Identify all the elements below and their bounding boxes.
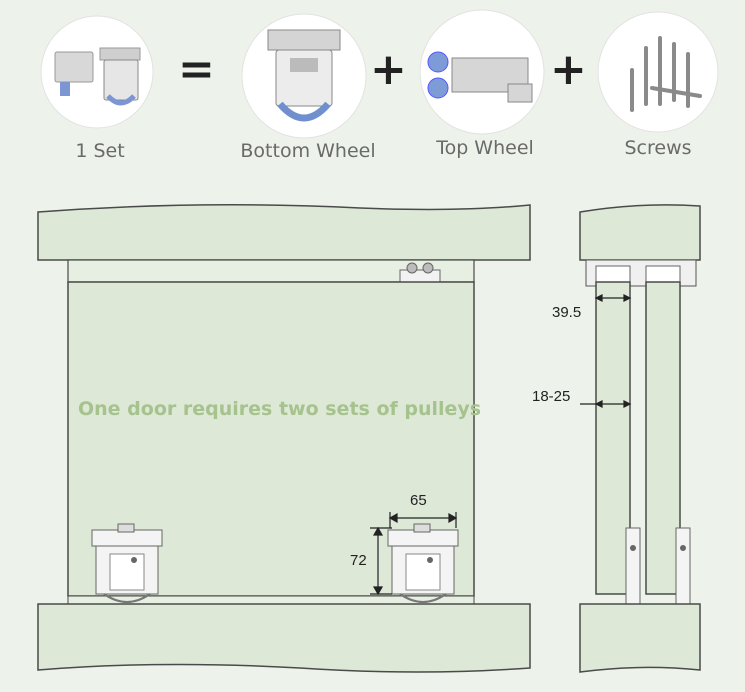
- height-dimension-line: [370, 526, 392, 596]
- set-label: 1 Set: [75, 140, 125, 162]
- side-top-beam: [579, 204, 701, 261]
- side-door-front: [595, 281, 631, 595]
- side-bottom-pulleys: [625, 527, 691, 605]
- width-dimension-line: [388, 512, 458, 528]
- top-beam: [37, 204, 531, 261]
- thickness-dimension-line: [580, 400, 632, 408]
- side-view-diagram: [579, 204, 701, 673]
- width-dimension-label: 65: [410, 492, 427, 509]
- plus-sign-1: +: [370, 44, 407, 95]
- right-bottom-pulley: [387, 523, 459, 603]
- side-door-back: [645, 281, 681, 595]
- top-wheel-photo: [419, 9, 545, 135]
- bottom-beam: [37, 603, 531, 673]
- top-gap-dimension-label: 39.5: [552, 304, 582, 321]
- plus-sign-2: +: [550, 44, 587, 95]
- thickness-dimension-label: 18-25: [532, 388, 571, 405]
- bottom-wheel-photo: [241, 13, 367, 139]
- set-photo: [40, 15, 154, 129]
- screws-photo: [597, 11, 719, 133]
- diagram-caption: One door requires two sets of pulleys: [78, 398, 482, 420]
- bottom-wheel-label: Bottom Wheel: [240, 140, 376, 162]
- side-bottom-beam: [579, 603, 701, 673]
- height-dimension-label: 72: [350, 552, 367, 569]
- product-photos: [40, 9, 719, 139]
- left-bottom-pulley: [91, 523, 163, 603]
- top-wheel-label: Top Wheel: [436, 137, 534, 159]
- equals-sign: =: [178, 44, 215, 95]
- top-pulley: [399, 262, 441, 285]
- screws-label: Screws: [624, 137, 692, 159]
- top-gap-dimension-line: [594, 294, 632, 302]
